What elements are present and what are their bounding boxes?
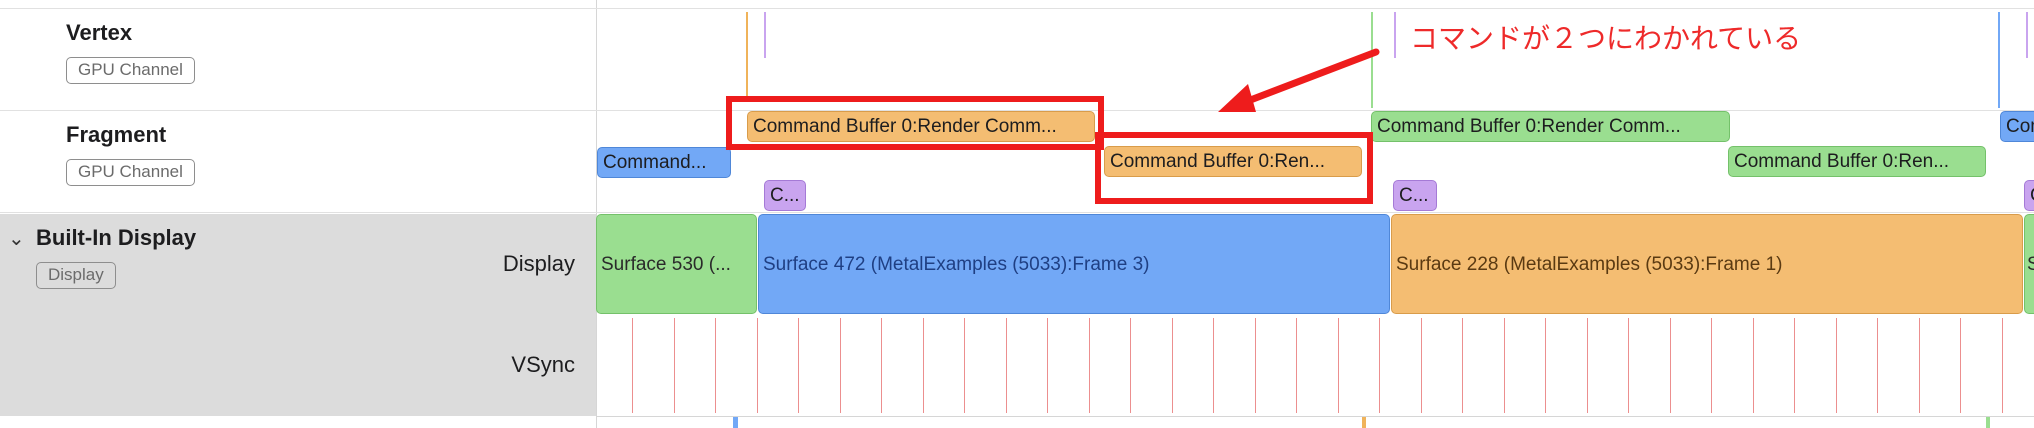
vertex-event-tick[interactable] <box>746 12 748 64</box>
built-in-display-group-background <box>0 214 596 416</box>
vsync-tick <box>798 318 799 413</box>
row-divider <box>0 212 2034 213</box>
next-row-event-tick <box>1362 417 1366 428</box>
fragment-command-buffer-block[interactable]: Command Buffer 0:Render Comm... <box>747 111 1095 142</box>
vertex-event-tick[interactable] <box>1394 12 1396 58</box>
vertex-event-tick[interactable] <box>746 64 748 98</box>
vsync-tick <box>1504 318 1505 413</box>
fragment-command-buffer-block[interactable]: C... <box>764 180 806 211</box>
vsync-tick <box>1379 318 1380 413</box>
vsync-tick <box>881 318 882 413</box>
vertex-channel-badge: GPU Channel <box>66 57 195 84</box>
track-labels-panel <box>0 0 596 214</box>
next-row-event-tick <box>733 417 738 428</box>
vsync-tick <box>1421 318 1422 413</box>
vsync-tick <box>2002 318 2003 413</box>
next-row-event-tick <box>1986 417 1990 428</box>
vsync-tick <box>1462 318 1463 413</box>
vsync-tick <box>1960 318 1961 413</box>
fragment-command-buffer-block[interactable]: C <box>2024 180 2034 211</box>
vsync-tick <box>1711 318 1712 413</box>
vertex-event-tick[interactable] <box>2026 12 2028 58</box>
vsync-tick <box>1338 318 1339 413</box>
display-surface-block[interactable]: Surface 228 (MetalExamples (5033):Frame … <box>1391 214 2023 314</box>
vsync-tick <box>1296 318 1297 413</box>
vsync-tick <box>1670 318 1671 413</box>
display-surface-block[interactable]: Surface 472 (MetalExamples (5033):Frame … <box>758 214 1390 314</box>
vsync-tick <box>1628 318 1629 413</box>
vsync-tick <box>1919 318 1920 413</box>
column-separator <box>596 0 597 428</box>
fragment-command-buffer-block[interactable]: C... <box>1393 180 1437 211</box>
vsync-tick <box>1047 318 1048 413</box>
vsync-tick <box>1130 318 1131 413</box>
vsync-tick <box>1794 318 1795 413</box>
fragment-command-buffer-block[interactable]: Command... <box>597 147 731 178</box>
vsync-tick <box>1877 318 1878 413</box>
vertex-event-tick[interactable] <box>764 12 766 58</box>
vsync-tick <box>923 318 924 413</box>
display-surface-block[interactable]: S <box>2024 214 2034 314</box>
vsync-tick <box>1006 318 1007 413</box>
vsync-tick <box>715 318 716 413</box>
fragment-command-buffer-block[interactable]: Com <box>2000 111 2034 142</box>
vsync-tick <box>632 318 633 413</box>
highlight-box <box>726 96 1104 150</box>
vsync-tick <box>1545 318 1546 413</box>
vsync-tick <box>674 318 675 413</box>
vsync-tick <box>1213 318 1214 413</box>
vsync-tick <box>1255 318 1256 413</box>
row-divider <box>0 8 2034 9</box>
annotation-arrow-icon <box>1218 48 1380 112</box>
vertex-track-title: Vertex <box>66 20 133 45</box>
vsync-lane-label: VSync <box>511 352 575 377</box>
row-divider <box>0 110 2034 111</box>
fragment-command-buffer-block[interactable]: Command Buffer 0:Ren... <box>1728 146 1986 177</box>
vsync-tick <box>1089 318 1090 413</box>
display-surface-block[interactable]: Surface 530 (... <box>596 214 757 314</box>
display-badge: Display <box>36 262 116 289</box>
vsync-tick <box>840 318 841 413</box>
fragment-command-buffer-block[interactable]: Command Buffer 0:Ren... <box>1104 146 1362 177</box>
vertex-event-tick[interactable] <box>1998 12 2000 108</box>
annotation-text: コマンドが２つにわかれている <box>1410 22 1802 55</box>
vsync-tick <box>1753 318 1754 413</box>
vsync-tick <box>1172 318 1173 413</box>
fragment-channel-badge: GPU Channel <box>66 159 195 186</box>
vsync-tick <box>757 318 758 413</box>
display-lane-label: Display <box>502 251 575 276</box>
row-divider <box>597 416 2034 417</box>
vsync-tick <box>1587 318 1588 413</box>
chevron-down-icon[interactable]: ⌄ <box>8 228 25 250</box>
fragment-command-buffer-block[interactable]: Command Buffer 0:Render Comm... <box>1371 111 1730 142</box>
vsync-tick <box>964 318 965 413</box>
vertex-event-tick[interactable] <box>1371 12 1373 108</box>
built-in-display-title[interactable]: Built-In Display <box>36 225 197 250</box>
fragment-track-title: Fragment <box>66 122 167 147</box>
vsync-tick <box>1836 318 1837 413</box>
highlight-box <box>1095 132 1373 204</box>
